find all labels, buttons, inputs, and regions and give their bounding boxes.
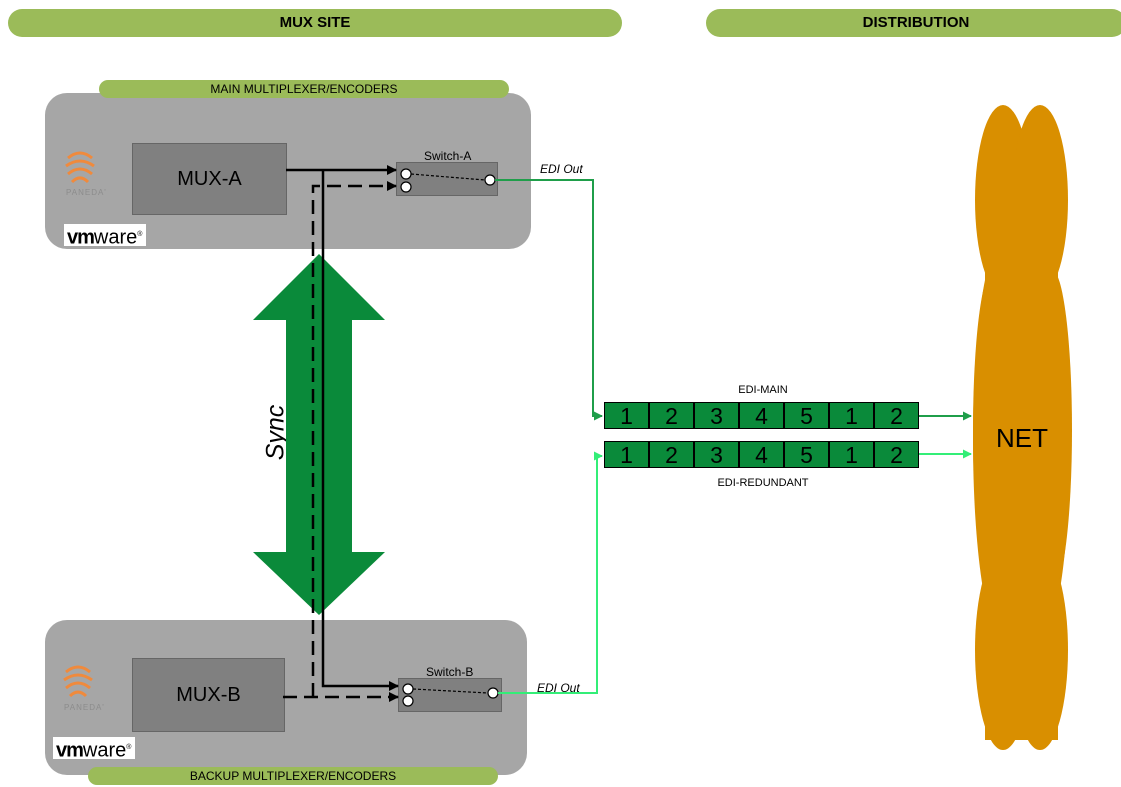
packet-cell: 5 [784,402,829,429]
packet-cell: 2 [874,402,919,429]
edi-redundant-label: EDI-REDUNDANT [717,477,809,489]
packet-cell: 5 [784,441,829,468]
switch-a-box [396,162,498,196]
edi-out-b-label: EDI Out [537,681,580,695]
mux-b-output-wire [283,181,399,702]
edi-main-wire [495,179,603,421]
packet-cell: 4 [739,441,784,468]
switch-b-label: Switch-B [426,665,474,679]
main-panel-label: MAIN MULTIPLEXER/ENCODERS [99,80,509,98]
paneda-flame-icon [65,151,95,184]
distribution-banner: DISTRIBUTION [706,9,1121,37]
backup-panel-label: BACKUP MULTIPLEXER/ENCODERS [88,767,498,785]
mux-a-box: MUX-A [132,143,287,215]
packet-cell: 1 [604,402,649,429]
packet-cell: 2 [649,402,694,429]
switch-b-box [398,678,502,712]
packet-cell: 4 [739,402,784,429]
sync-arrow [253,254,385,615]
packet-cell: 1 [604,441,649,468]
packet-cell: 2 [874,441,919,468]
mux-site-banner: MUX SITE [8,9,622,37]
packet-cell: 2 [649,441,694,468]
packet-cell: 3 [694,441,739,468]
vmware-logo-backup: vmware® [53,737,136,762]
edi-main-label: EDI-MAIN [738,384,788,396]
switch-b-contacts [402,683,499,707]
packet-cell: 1 [829,441,874,468]
packet-cell: 3 [694,402,739,429]
mux-a-output-wire [286,165,399,691]
switch-a-label: Switch-A [424,149,472,163]
paneda-logo-main: PANEDA' [66,188,107,197]
edi-out-a-label: EDI Out [540,162,583,176]
mux-b-box: MUX-B [132,658,285,732]
packet-cell: 1 [829,402,874,429]
paneda-flame-icon [63,665,93,698]
edi-redundant-wire [498,451,603,694]
net-label: NET [996,423,1048,453]
vmware-logo-main: vmware® [64,224,147,249]
switch-a-contacts [400,168,496,193]
paneda-logo-backup: PANEDA' [64,703,105,712]
net-cloud [973,105,1072,750]
